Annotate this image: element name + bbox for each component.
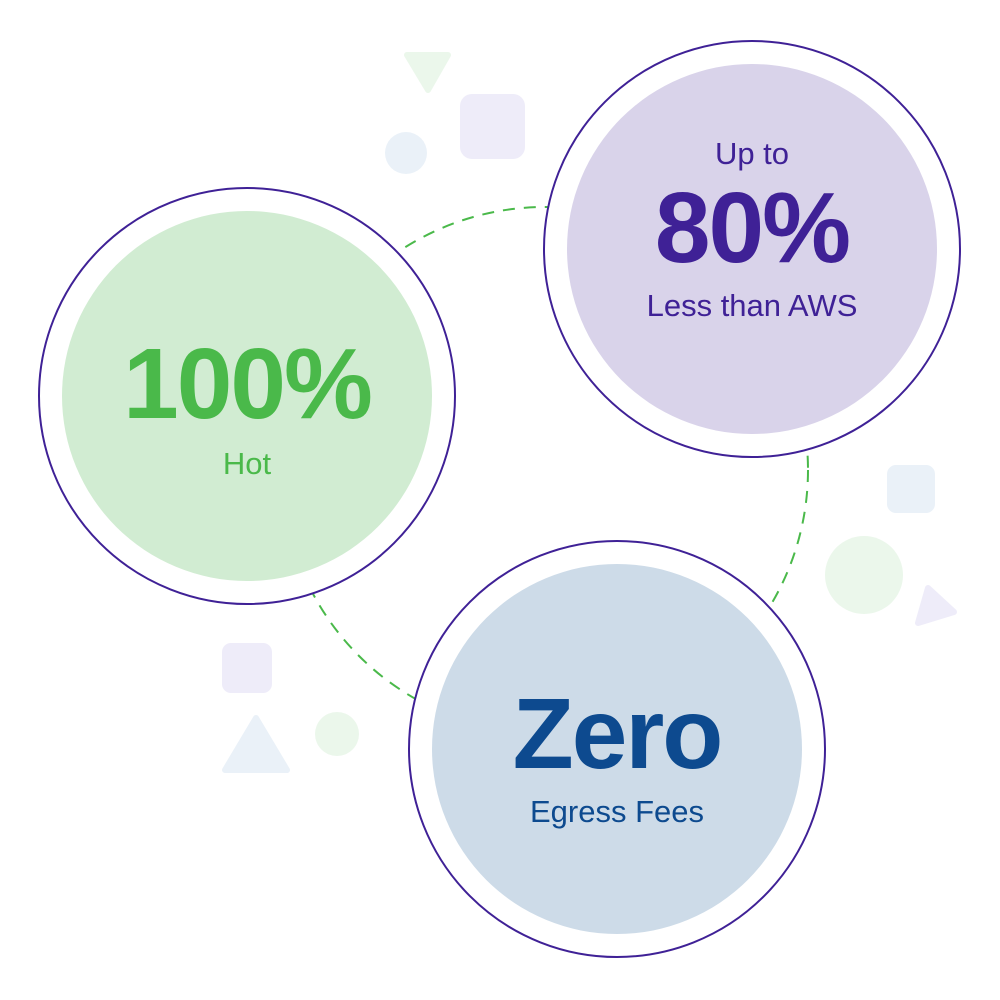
stat-hot-caption: Hot — [223, 446, 272, 481]
square-shape — [460, 94, 525, 159]
stat-cost: Up to 80% Less than AWS — [543, 40, 961, 458]
stat-egress: Zero Egress Fees — [408, 540, 826, 958]
circle-shape — [315, 712, 359, 756]
stat-egress-caption: Egress Fees — [530, 794, 704, 829]
stat-egress-fill — [432, 564, 802, 934]
stat-hot-headline: 100% — [123, 328, 371, 440]
square-shape — [222, 643, 272, 693]
stat-egress-headline: Zero — [513, 678, 722, 790]
circle-shape — [385, 132, 427, 174]
square-shape — [887, 465, 935, 513]
stat-cost-caption: Less than AWS — [647, 288, 858, 323]
stat-cost-headline: 80% — [655, 172, 849, 284]
stat-hot-fill — [62, 211, 432, 581]
triangle-shape — [915, 585, 957, 626]
stat-hot: 100% Hot — [38, 187, 456, 605]
circle-shape — [825, 536, 903, 614]
stat-cost-fill — [567, 64, 937, 434]
stat-cost-prefix: Up to — [715, 136, 789, 171]
triangle-shape — [404, 52, 451, 93]
triangle-shape — [222, 715, 290, 773]
